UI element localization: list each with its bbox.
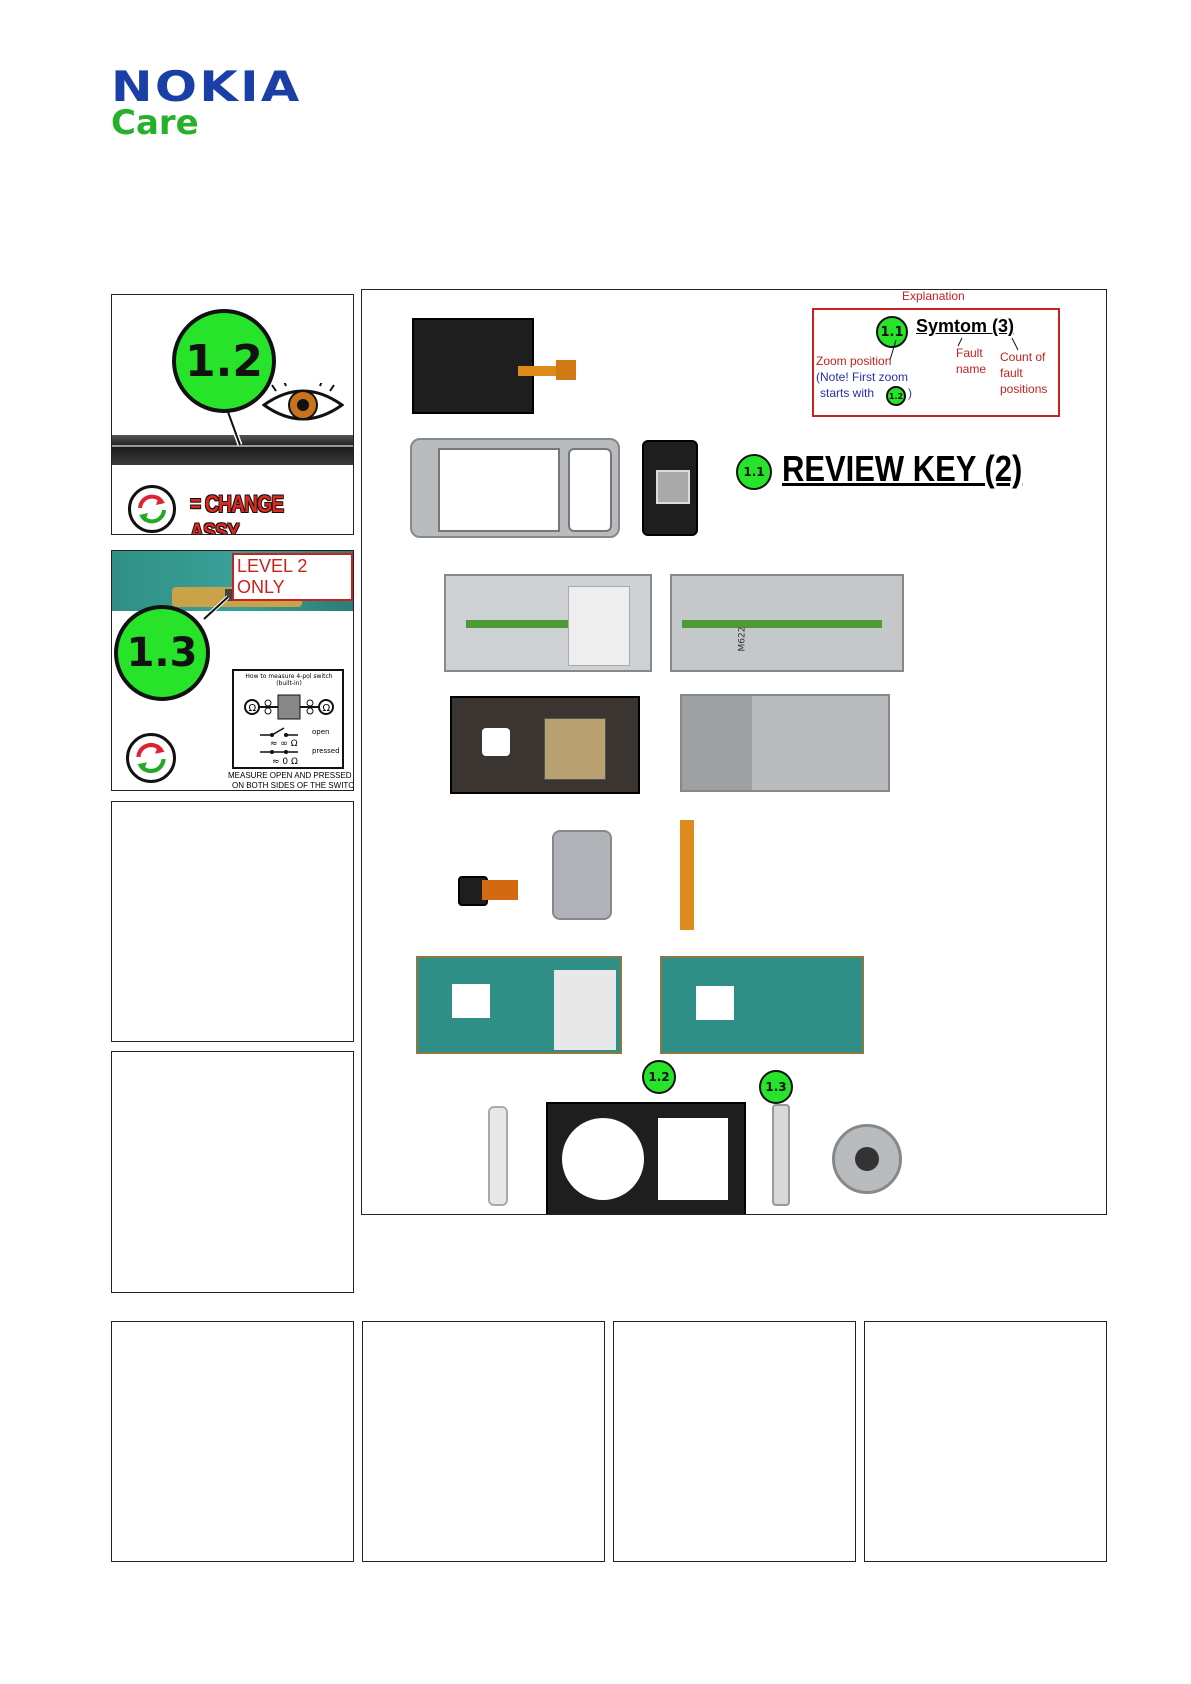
- numeric-keymat: [552, 830, 612, 920]
- resistance-pressed: ≈ 0 Ω: [272, 757, 298, 767]
- navi-keymat: [642, 440, 698, 536]
- zoom-position-label: Zoom position: [816, 354, 892, 368]
- measure-caption-1: MEASURE OPEN AND PRESSED STATE: [228, 771, 353, 780]
- nokia-logo: NOKIA: [111, 62, 302, 111]
- care-logo: Care: [111, 103, 199, 143]
- zoom-marker-1-2: 1.2: [172, 309, 276, 413]
- chassis-label: M622: [737, 626, 748, 652]
- slide-chassis-front: [444, 574, 652, 672]
- frame-window: [658, 1118, 728, 1200]
- change-assy-icon: [126, 733, 176, 783]
- fault-name-line-1: Fault: [956, 346, 983, 360]
- navi-key: [656, 470, 690, 504]
- camera-ring-cutout: [562, 1118, 644, 1200]
- state-pressed: pressed: [312, 747, 340, 755]
- pointer-line: [202, 595, 230, 621]
- cover-window-small: [568, 448, 612, 532]
- explanation-box: 1.1 Symtom (3) Zoom position (Note! Firs…: [812, 308, 1060, 417]
- change-assy-label: = CHANGE ASSY: [190, 491, 284, 535]
- zoom-marker-example: 1.1: [876, 316, 908, 348]
- zoom-panel-1-2: 1.2 = CHANGE ASSY: [111, 294, 354, 535]
- explanation-arrows: [889, 337, 1019, 361]
- camera-cover: [832, 1124, 902, 1194]
- empty-zoom-panel: [111, 801, 354, 1042]
- svg-text:Ω: Ω: [249, 703, 257, 714]
- explanation-title: Explanation: [902, 289, 965, 303]
- pcb-keypad-area: [554, 970, 616, 1050]
- side-rail: [488, 1106, 508, 1206]
- switch-pressed-symbol: [260, 750, 298, 754]
- switch-open-symbol: [260, 727, 298, 737]
- chassis-flex: [682, 620, 882, 628]
- side-key: [772, 1104, 790, 1206]
- note-close: ): [908, 386, 912, 400]
- main-pcb-back: [660, 956, 864, 1054]
- side-key-flex: [680, 820, 694, 930]
- switch-diagram: Ω Ω: [244, 694, 334, 720]
- slide-chassis-back: M622: [670, 574, 904, 672]
- note-zoom-marker: 1.2: [886, 386, 906, 406]
- marker-1-3: 1.3: [759, 1070, 793, 1104]
- empty-zoom-panel: [111, 1051, 354, 1293]
- review-key-title: REVIEW KEY (2): [782, 448, 1023, 489]
- exploded-view-panel: Explanation 1.1 Symtom (3) Zoom position…: [361, 289, 1107, 1215]
- measure-title: How to measure 4-pol switch (built-in): [245, 673, 333, 688]
- empty-zoom-panel: [864, 1321, 1107, 1562]
- camera-hole: [482, 728, 510, 756]
- camera-lens: [855, 1147, 879, 1171]
- display-module: [412, 318, 534, 414]
- svg-text:Ω: Ω: [323, 703, 331, 714]
- cover-window: [438, 448, 560, 532]
- change-assy-icon: [128, 485, 176, 533]
- measure-caption-2: ON BOTH SIDES OF THE SWITCH: [232, 781, 354, 790]
- zoom-marker-1-1: 1.1: [736, 454, 772, 490]
- display-connector: [556, 360, 576, 380]
- device-edge-photo: [112, 435, 353, 465]
- camera-flex: [482, 880, 518, 900]
- main-pcb-front: [416, 956, 622, 1054]
- zoom-marker-1-3: 1.3: [114, 605, 210, 701]
- empty-zoom-panel: [111, 1321, 354, 1562]
- empty-zoom-panel: [613, 1321, 856, 1562]
- eye-icon: [262, 383, 344, 421]
- count-line-1: Count of: [1000, 350, 1046, 364]
- resistance-open: ≈ ∞ Ω: [270, 739, 298, 749]
- sim-holder: [544, 718, 606, 780]
- count-line-3: positions: [1000, 382, 1048, 396]
- fault-name-line-2: name: [956, 362, 987, 376]
- note-line-1: (Note! First zoom: [816, 370, 909, 384]
- internal-frame: [450, 696, 640, 794]
- empty-zoom-panel: [362, 1321, 605, 1562]
- symptom-label: Symtom (3): [916, 316, 1015, 336]
- battery-frame: [680, 694, 890, 792]
- count-line-2: fault: [1000, 366, 1023, 380]
- back-frame: [546, 1102, 746, 1214]
- pcb-cutout: [452, 984, 490, 1018]
- measure-diagram: How to measure 4-pol switch (built-in) Ω…: [232, 669, 344, 769]
- front-cover: [410, 438, 620, 538]
- battery-door: [682, 696, 752, 790]
- pcb-cutout: [696, 986, 734, 1020]
- note-line-2: starts with: [820, 386, 875, 400]
- chassis-flex: [466, 620, 626, 628]
- zoom-panel-1-3: LEVEL 2 ONLY 1.3 How to measure 4-pol sw…: [111, 550, 354, 791]
- level-badge: LEVEL 2 ONLY: [232, 553, 353, 601]
- device-edge-highlight: [112, 445, 353, 447]
- state-open: open: [312, 728, 330, 736]
- chassis-keyboard-area: [568, 586, 630, 666]
- display-flex: [518, 366, 574, 376]
- marker-1-2: 1.2: [642, 1060, 676, 1094]
